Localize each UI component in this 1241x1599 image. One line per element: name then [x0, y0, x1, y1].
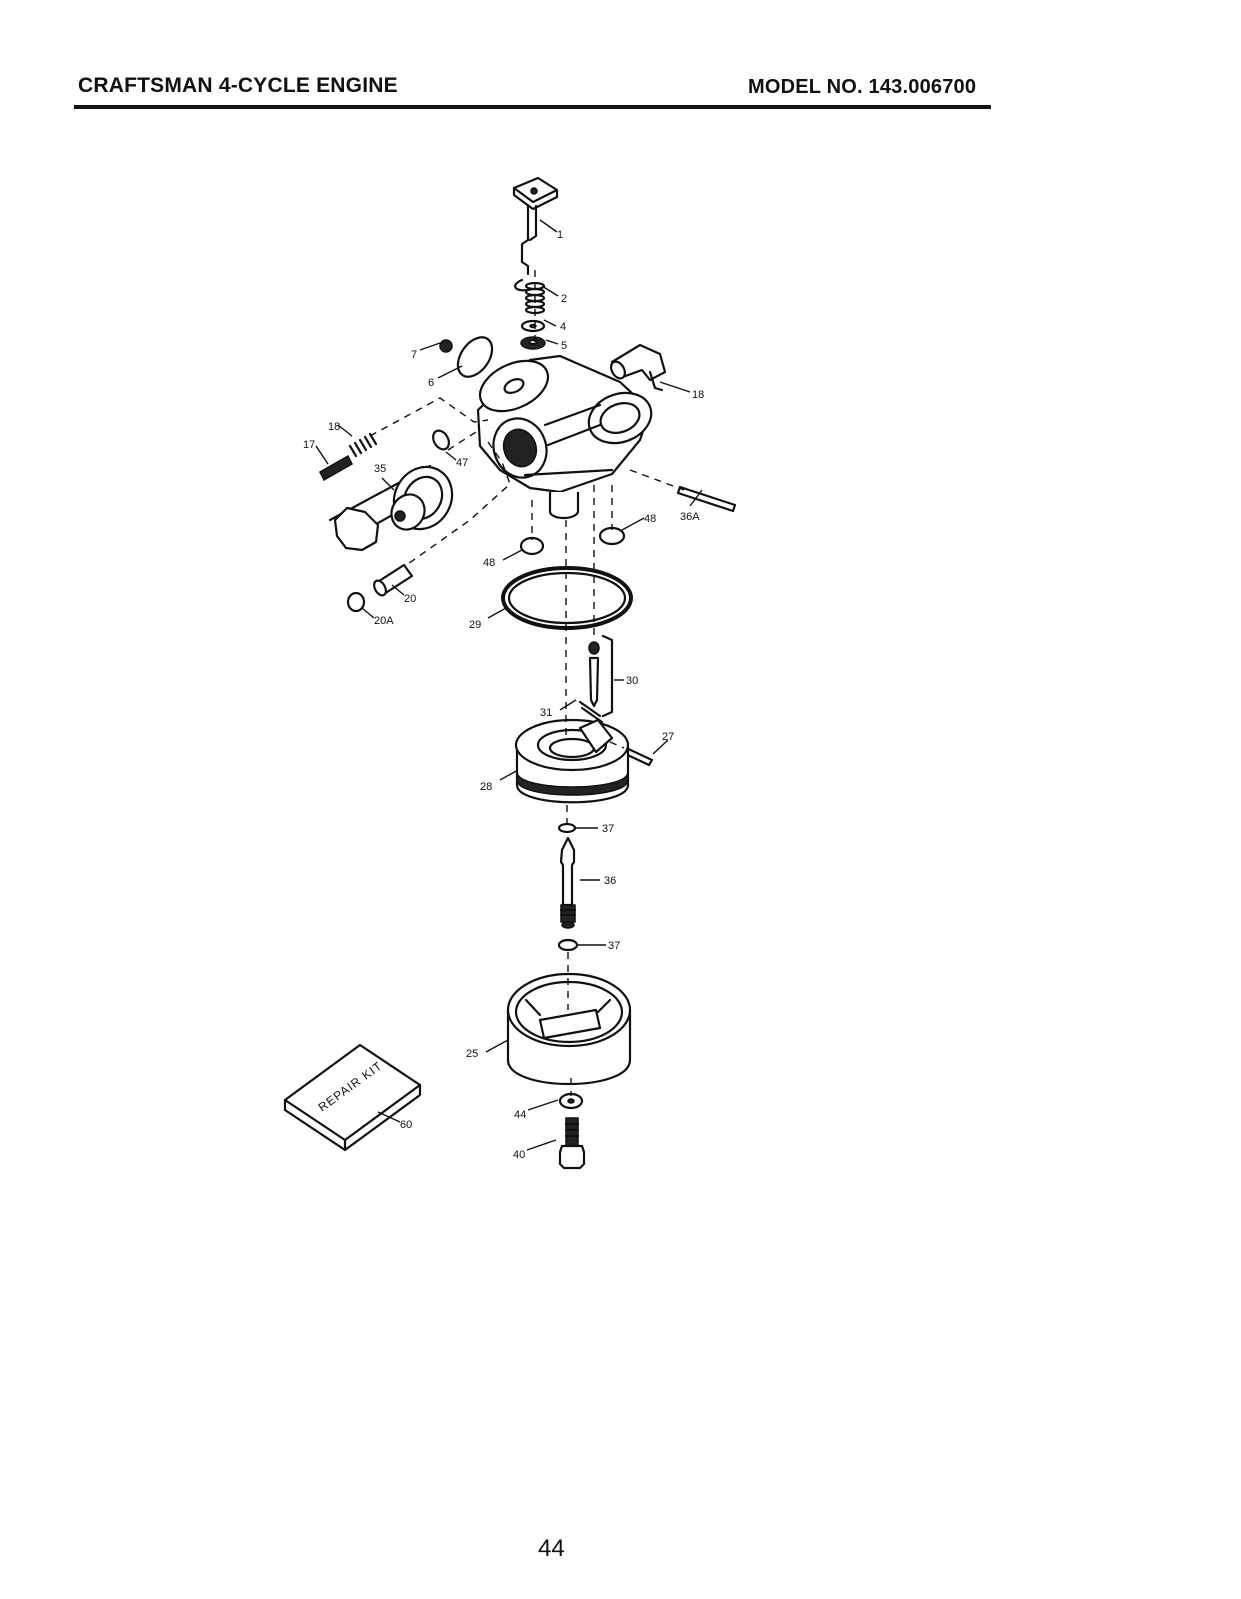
page-number: 44 — [538, 1535, 565, 1563]
part-7-screw — [440, 340, 452, 352]
part-31-clip — [580, 702, 602, 722]
callout-4: 4 — [560, 321, 566, 333]
callout-18-left: 18 — [328, 421, 340, 433]
part-2-spring — [515, 280, 544, 313]
part-37-washer-top — [559, 824, 575, 832]
callout-47: 47 — [456, 457, 468, 469]
part-48-gasket-right — [600, 528, 624, 544]
part-48-gasket-left — [521, 538, 543, 554]
part-36a-pin — [678, 487, 735, 511]
callout-6: 6 — [428, 377, 434, 389]
callout-37-bottom: 37 — [608, 940, 620, 952]
callout-44: 44 — [514, 1109, 526, 1121]
callout-25: 25 — [466, 1048, 478, 1060]
callout-27: 27 — [662, 731, 674, 743]
callout-40: 40 — [513, 1149, 525, 1161]
callout-37-top: 37 — [602, 823, 614, 835]
part-35-primer — [330, 456, 463, 550]
callout-5: 5 — [561, 340, 567, 352]
callout-36a: 36A — [680, 511, 700, 523]
callout-20: 20 — [404, 593, 416, 605]
part-5-seal — [521, 337, 545, 349]
callout-29: 29 — [469, 619, 481, 631]
callout-35: 35 — [374, 463, 386, 475]
part-29-o-ring — [503, 568, 631, 628]
part-1-throttle-shaft — [514, 178, 557, 274]
part-28-float — [516, 720, 628, 802]
part-47-plug — [430, 428, 452, 452]
callout-17: 17 — [303, 439, 315, 451]
carburetor-body — [472, 351, 658, 518]
callout-31: 31 — [540, 707, 552, 719]
part-30-needle — [589, 636, 612, 716]
callout-30: 30 — [626, 675, 638, 687]
callout-28: 28 — [480, 781, 492, 793]
callout-2: 2 — [561, 293, 567, 305]
part-36-main-nozzle — [561, 838, 575, 928]
callout-18-right: 18 — [692, 389, 704, 401]
callout-7: 7 — [411, 349, 417, 361]
part-4-washer — [522, 321, 544, 331]
callout-1: 1 — [557, 229, 563, 241]
part-18-spring-left — [350, 434, 376, 456]
part-20a-cap — [348, 593, 364, 611]
callout-20a: 20A — [374, 615, 394, 627]
part-40-bowl-nut — [560, 1118, 584, 1168]
part-37-washer-bottom — [559, 940, 577, 950]
callout-36: 36 — [604, 875, 616, 887]
part-60-repair-kit — [285, 1045, 420, 1150]
callout-48-right: 48 — [644, 513, 656, 525]
callout-60: 60 — [400, 1119, 412, 1131]
part-25-float-bowl — [508, 974, 630, 1084]
callout-48-left: 48 — [483, 557, 495, 569]
part-44-washer — [560, 1094, 582, 1108]
